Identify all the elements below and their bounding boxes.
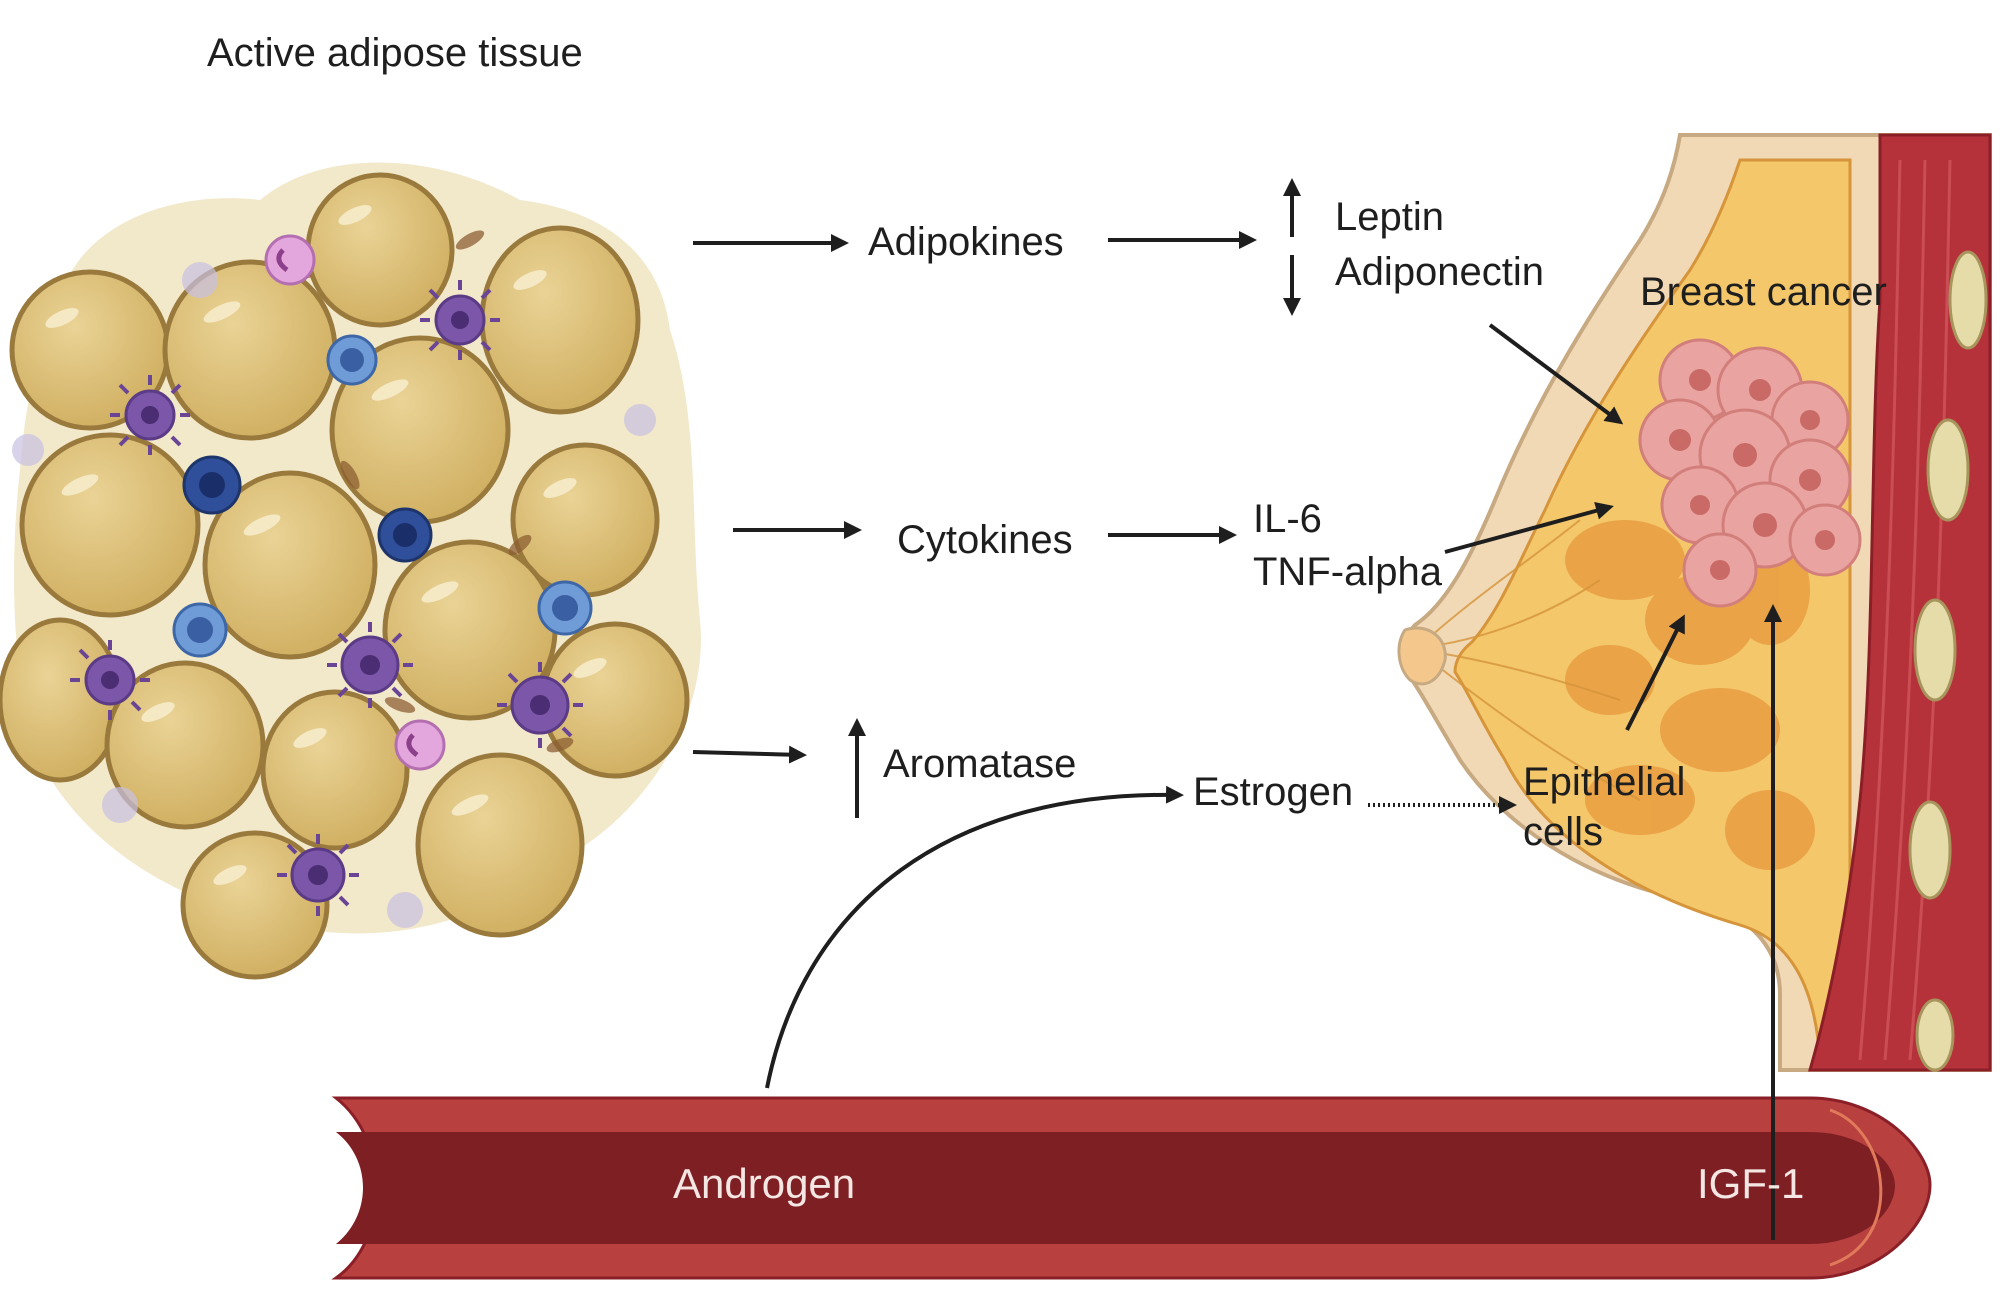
adipocyte	[19, 432, 201, 618]
adipocyte	[260, 689, 410, 851]
arrow-tnf-to-tumor	[1444, 502, 1614, 554]
blood-vessel	[331, 1096, 1932, 1280]
label-epithelial-line1: Epithelial	[1523, 760, 1685, 804]
adipocyte	[415, 752, 585, 938]
adipocyte	[479, 225, 641, 415]
label-estrogen: Estrogen	[1193, 770, 1353, 814]
arrow-androgen-to-estrogen	[765, 785, 1184, 1089]
adipocyte	[180, 830, 330, 980]
adipocyte	[104, 660, 266, 830]
adipocyte	[305, 172, 455, 328]
rib	[1908, 800, 1952, 900]
breast-anatomy-illustration	[1397, 133, 1992, 1072]
label-adiponectin: Adiponectin	[1335, 250, 1544, 294]
rib	[1913, 598, 1957, 702]
arrow-epithelial-to-tumor	[1625, 614, 1685, 731]
mast-cell	[264, 234, 316, 286]
mast-cell	[394, 719, 446, 771]
label-cytokines: Cytokines	[897, 518, 1073, 562]
label-adipokines: Adipokines	[868, 220, 1064, 264]
label-il6: IL-6	[1253, 497, 1322, 541]
tumor-mass	[1638, 338, 1862, 608]
pathway-labels: Adipokines Leptin Adiponectin Breast can…	[673, 195, 1887, 1207]
label-androgen: Androgen	[673, 1160, 855, 1207]
immune-cells	[12, 234, 656, 928]
label-leptin: Leptin	[1335, 195, 1444, 239]
adipocyte	[202, 470, 378, 660]
label-epithelial-line2: cells	[1523, 810, 1603, 854]
rib	[1926, 418, 1970, 522]
rib	[1948, 250, 1988, 350]
arrow-breast-cancer-label-to-tumor	[1488, 323, 1624, 425]
label-breast-cancer: Breast cancer	[1640, 270, 1887, 314]
label-aromatase: Aromatase	[883, 742, 1076, 786]
rib	[1915, 998, 1955, 1072]
arrow-adipose-to-aromatase	[692, 745, 807, 764]
adipose-tissue-title: Active adipose tissue	[207, 31, 583, 75]
label-igf1: IGF-1	[1697, 1160, 1804, 1207]
label-tnf-alpha: TNF-alpha	[1253, 550, 1443, 594]
adipose-tissue-cluster	[0, 162, 701, 980]
pathway-arrows	[692, 178, 1782, 1240]
